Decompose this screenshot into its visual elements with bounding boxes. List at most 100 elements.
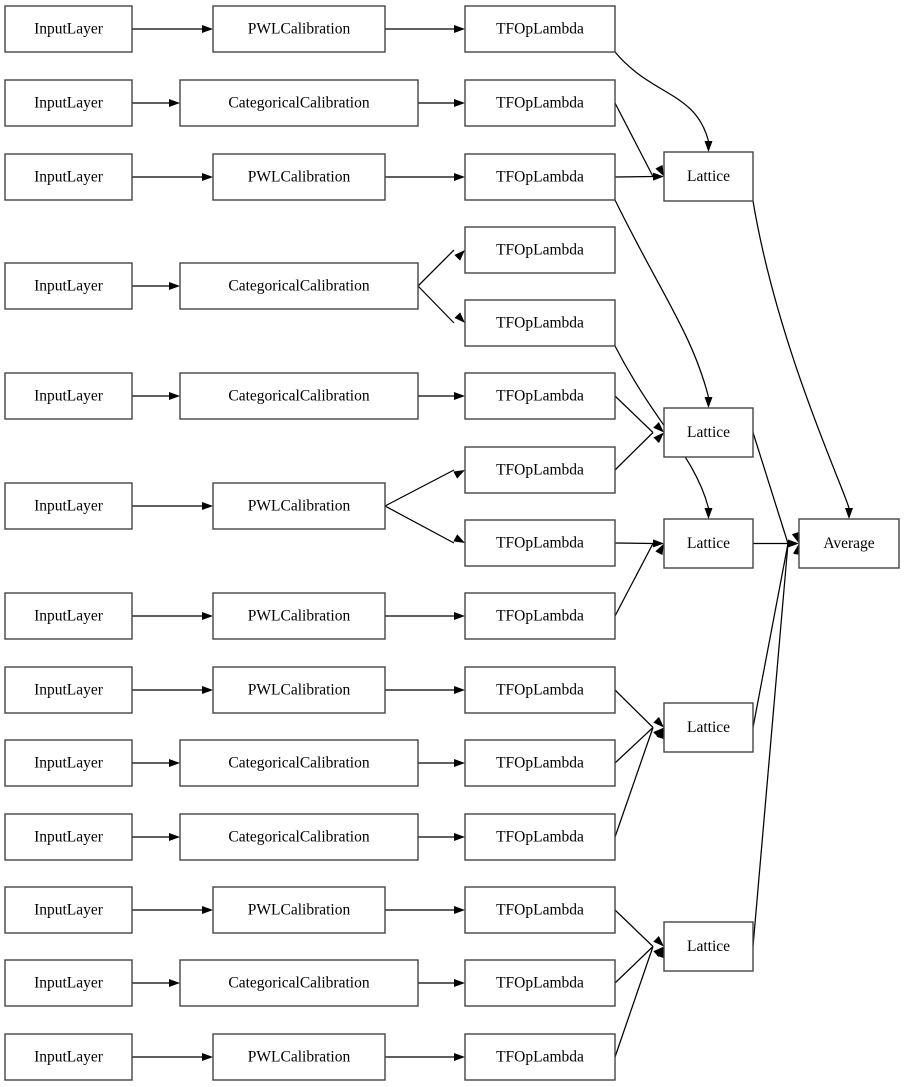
node-box[interactable] [464, 739, 616, 787]
node-cal9[interactable]: CategoricalCalibration [179, 739, 419, 787]
node-avg[interactable]: Average [798, 518, 900, 569]
node-in13[interactable]: InputLayer [4, 1033, 133, 1081]
node-in4[interactable]: InputLayer [4, 262, 133, 310]
node-box[interactable] [464, 79, 616, 127]
node-box[interactable] [212, 666, 386, 714]
node-lam5[interactable]: TFOpLambda [464, 299, 616, 347]
node-box[interactable] [798, 518, 900, 569]
node-lam1[interactable]: TFOpLambda [464, 5, 616, 53]
node-box[interactable] [464, 5, 616, 53]
node-in11[interactable]: InputLayer [4, 886, 133, 934]
node-box[interactable] [464, 446, 616, 494]
node-box[interactable] [663, 518, 754, 569]
node-cal11[interactable]: PWLCalibration [212, 886, 386, 934]
node-in12[interactable]: InputLayer [4, 959, 133, 1007]
node-box[interactable] [179, 813, 419, 861]
node-box[interactable] [4, 482, 133, 530]
node-in7[interactable]: InputLayer [4, 592, 133, 640]
node-lat2[interactable]: Lattice [663, 407, 754, 458]
node-box[interactable] [179, 262, 419, 310]
node-lam15[interactable]: TFOpLambda [464, 1033, 616, 1081]
node-cal6[interactable]: PWLCalibration [212, 482, 386, 530]
node-lat3[interactable]: Lattice [663, 518, 754, 569]
node-cal5[interactable]: CategoricalCalibration [179, 372, 419, 420]
node-box[interactable] [464, 1033, 616, 1081]
node-box[interactable] [4, 666, 133, 714]
node-box[interactable] [464, 372, 616, 420]
node-box[interactable] [4, 79, 133, 127]
node-box[interactable] [464, 959, 616, 1007]
node-box[interactable] [663, 407, 754, 458]
node-box[interactable] [464, 886, 616, 934]
node-in5[interactable]: InputLayer [4, 372, 133, 420]
arrowhead-icon [656, 727, 665, 740]
node-box[interactable] [4, 262, 133, 310]
node-cal8[interactable]: PWLCalibration [212, 666, 386, 714]
node-lam12[interactable]: TFOpLambda [464, 813, 616, 861]
node-box[interactable] [212, 153, 386, 201]
node-lam10[interactable]: TFOpLambda [464, 666, 616, 714]
node-cal2[interactable]: CategoricalCalibration [179, 79, 419, 127]
edge-cal7-to-lam9 [385, 612, 465, 620]
node-box[interactable] [464, 226, 616, 274]
node-box[interactable] [179, 959, 419, 1007]
node-lam7[interactable]: TFOpLambda [464, 446, 616, 494]
arrowhead-icon [454, 979, 465, 987]
node-box[interactable] [464, 519, 616, 567]
node-in8[interactable]: InputLayer [4, 666, 133, 714]
node-box[interactable] [464, 813, 616, 861]
arrowhead-icon [454, 612, 465, 620]
node-box[interactable] [212, 5, 386, 53]
node-lam8[interactable]: TFOpLambda [464, 519, 616, 567]
node-box[interactable] [4, 592, 133, 640]
node-box[interactable] [4, 739, 133, 787]
node-in2[interactable]: InputLayer [4, 79, 133, 127]
node-lat1[interactable]: Lattice [663, 151, 754, 202]
node-box[interactable] [212, 592, 386, 640]
node-box[interactable] [179, 739, 419, 787]
node-cal10[interactable]: CategoricalCalibration [179, 813, 419, 861]
node-box[interactable] [212, 886, 386, 934]
node-box[interactable] [4, 372, 133, 420]
node-box[interactable] [464, 666, 616, 714]
node-lam3[interactable]: TFOpLambda [464, 153, 616, 201]
node-box[interactable] [179, 79, 419, 127]
node-box[interactable] [4, 1033, 133, 1081]
node-in3[interactable]: InputLayer [4, 153, 133, 201]
node-cal4[interactable]: CategoricalCalibration [179, 262, 419, 310]
node-box[interactable] [4, 5, 133, 53]
node-box[interactable] [4, 959, 133, 1007]
node-in1[interactable]: InputLayer [4, 5, 133, 53]
node-box[interactable] [4, 153, 133, 201]
node-cal3[interactable]: PWLCalibration [212, 153, 386, 201]
node-box[interactable] [464, 592, 616, 640]
node-box[interactable] [663, 702, 754, 753]
node-box[interactable] [663, 921, 754, 972]
node-box[interactable] [464, 153, 616, 201]
node-box[interactable] [4, 886, 133, 934]
node-cal13[interactable]: PWLCalibration [212, 1033, 386, 1081]
node-in6[interactable]: InputLayer [4, 482, 133, 530]
node-in10[interactable]: InputLayer [4, 813, 133, 861]
node-cal1[interactable]: PWLCalibration [212, 5, 386, 53]
edge-cal6-to-lam7 [384, 469, 465, 507]
node-lat5[interactable]: Lattice [663, 921, 754, 972]
node-cal12[interactable]: CategoricalCalibration [179, 959, 419, 1007]
node-box[interactable] [464, 299, 616, 347]
node-box[interactable] [212, 482, 386, 530]
arrowhead-icon [454, 686, 465, 694]
node-lam11[interactable]: TFOpLambda [464, 739, 616, 787]
node-box[interactable] [212, 1033, 386, 1081]
node-cal7[interactable]: PWLCalibration [212, 592, 386, 640]
node-lam6[interactable]: TFOpLambda [464, 372, 616, 420]
node-box[interactable] [4, 813, 133, 861]
node-lam13[interactable]: TFOpLambda [464, 886, 616, 934]
node-box[interactable] [179, 372, 419, 420]
node-lam2[interactable]: TFOpLambda [464, 79, 616, 127]
node-lat4[interactable]: Lattice [663, 702, 754, 753]
node-lam4[interactable]: TFOpLambda [464, 226, 616, 274]
node-lam14[interactable]: TFOpLambda [464, 959, 616, 1007]
node-lam9[interactable]: TFOpLambda [464, 592, 616, 640]
node-in9[interactable]: InputLayer [4, 739, 133, 787]
node-box[interactable] [663, 151, 754, 202]
